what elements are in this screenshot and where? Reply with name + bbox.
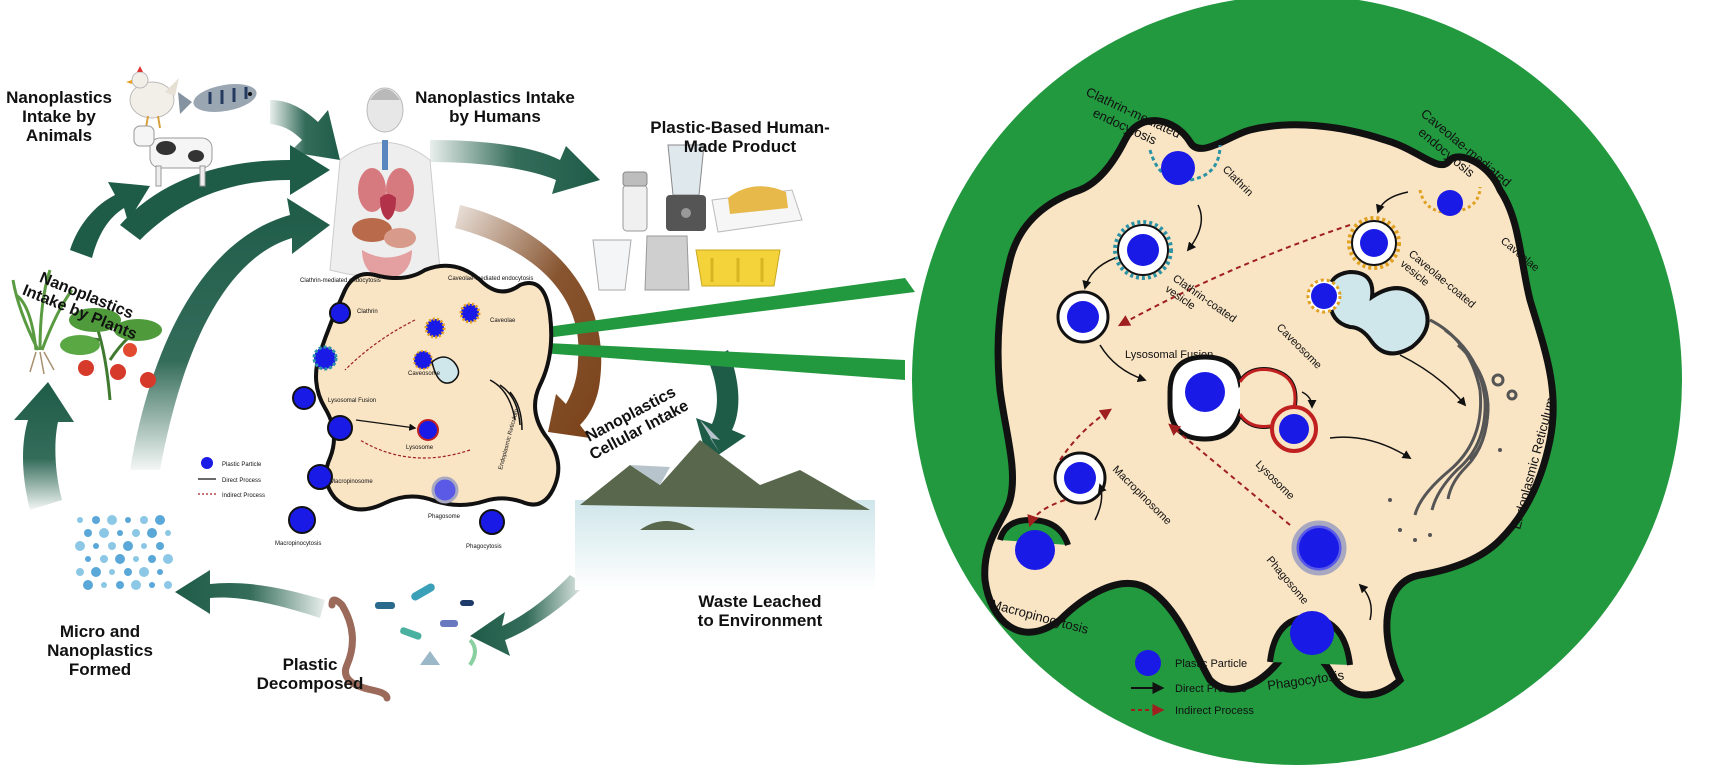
particle-dot (75, 541, 85, 551)
particle-dot (141, 543, 147, 549)
arrow-plants-to-human (120, 145, 330, 240)
particle-dot (84, 529, 92, 537)
particle-dot (131, 580, 141, 590)
label-plastic-product: Plastic-Based Human- Made Product (650, 118, 830, 156)
particle-dot (99, 528, 109, 538)
label-intake-humans: Nanoplastics Intake by Humans (415, 88, 575, 126)
legend: Plastic Particle Direct Process Indirect… (1131, 650, 1254, 717)
particle-dot (156, 542, 164, 550)
particle-dot (125, 517, 131, 523)
arrow-decomposed-to-formed (175, 570, 325, 618)
small-label-caveolae-mediated: Caveolae-mediated endocytosis (448, 276, 533, 282)
particle-dot (165, 530, 171, 536)
small-cell (288, 263, 561, 535)
cow-icon (133, 125, 213, 187)
arrow-human-to-product (430, 140, 600, 194)
particles-icon (75, 515, 173, 590)
legend-particle-label: Plastic Particle (1175, 658, 1247, 670)
big-cell (981, 117, 1557, 699)
particle-dot (163, 554, 173, 564)
particle-dot (109, 569, 115, 575)
particle-dot (164, 581, 172, 589)
particle-dot (92, 516, 100, 524)
arrow-particles-to-human (130, 198, 330, 470)
small-label-clathrin-mediated: Clathrin-mediated endocytosis (300, 278, 381, 284)
particle-dot (77, 517, 83, 523)
human-body-icon (329, 87, 441, 280)
worm-icon (328, 596, 391, 702)
chicken-icon (126, 66, 179, 129)
plastic-cup-icon (592, 239, 632, 291)
particle-dot (124, 568, 132, 576)
particle-dot (100, 555, 108, 563)
particle-dot (107, 515, 117, 525)
plastic-basket-icon (695, 249, 781, 287)
particle-dot (133, 556, 139, 562)
particle-dot (117, 530, 123, 536)
bacteria-icon (375, 583, 477, 667)
fish-icon (178, 84, 257, 114)
small-label-phagosome: Phagosome (428, 514, 461, 520)
particle-dot (123, 541, 133, 551)
particle-dot (139, 567, 149, 577)
particle-dot (115, 554, 125, 564)
label-waste-leached: Waste Leached to Environment (697, 592, 823, 630)
plastic-bag-icon (644, 235, 690, 291)
endoplasmic-reticulum-shape (1413, 318, 1518, 516)
small-label-lysosomal-fusion: Lysosomal Fusion (328, 398, 376, 404)
particle-dot (83, 580, 93, 590)
label-micro-nano-formed: Micro and Nanoplastics Formed (47, 622, 153, 679)
small-label-caveolae: Caveolae (490, 318, 516, 324)
zoom-connectors (525, 278, 915, 380)
particle-dot (149, 582, 155, 588)
particle-dot (108, 542, 116, 550)
small-label-phagocytosis: Phagocytosis (466, 544, 502, 550)
label-plastic-decomposed: Plastic Decomposed (256, 655, 364, 693)
particle-dot (91, 567, 101, 577)
particle-dot (101, 582, 107, 588)
particle-dot (93, 543, 99, 549)
small-legend-indirect: Indirect Process (222, 493, 265, 499)
particle-dot (148, 555, 156, 563)
arrow-plants-to-animals (70, 182, 150, 258)
label-intake-animals: Nanoplastics Intake by Animals (6, 88, 112, 145)
small-label-macropinosome: Macropinosome (330, 479, 373, 485)
legend-direct-label: Direct Process (1175, 683, 1247, 695)
small-label-lysosome: Lysosome (406, 445, 434, 451)
small-label-macropinocytosis: Macropinocytosis (275, 541, 321, 547)
cycle-arrows (14, 100, 746, 656)
particle-dot (155, 515, 165, 525)
particle-dot (157, 569, 163, 575)
blender-icon (666, 144, 706, 231)
mountain-lake-icon (575, 420, 875, 590)
food-tray-icon (711, 186, 803, 233)
arrow-formed-to-plants (14, 382, 74, 510)
arrow-product-to-cell (455, 205, 602, 438)
particle-dot (116, 581, 124, 589)
particle-dot (85, 556, 91, 562)
small-legend: Plastic Particle Direct Process Indirect… (198, 457, 265, 499)
arrow-waste-to-decomposed (470, 575, 585, 656)
small-legend-direct: Direct Process (222, 478, 261, 484)
tomato-plant-icon (60, 308, 162, 401)
particle-dot (140, 516, 148, 524)
particle-dot (147, 528, 157, 538)
legend-particle-swatch (1135, 650, 1161, 676)
legend-indirect-label: Indirect Process (1175, 705, 1254, 717)
small-legend-particle: Plastic Particle (222, 462, 262, 468)
grass-icon (11, 269, 74, 375)
particle-dot (132, 529, 140, 537)
small-label-clathrin: Clathrin (357, 309, 378, 315)
label-lysosomal-fusion: Lysosomal Fusion (1125, 349, 1213, 361)
salt-shaker-icon (622, 171, 648, 232)
arrow-animals-to-human (270, 100, 340, 160)
small-label-caveosome: Caveosome (408, 371, 441, 377)
particle-dot (76, 568, 84, 576)
